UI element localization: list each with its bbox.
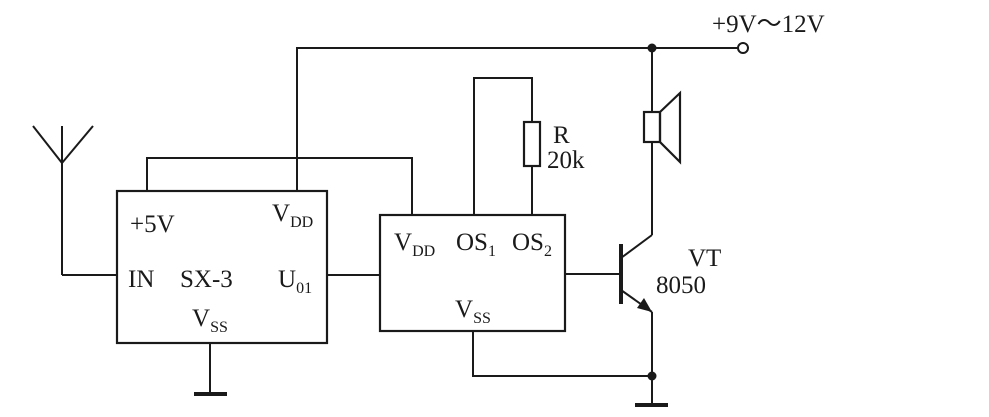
receiver-pin-u01: U01 [278,266,312,297]
npn-transistor-icon [619,234,653,313]
transistor-part: 8050 [656,272,706,299]
receiver-module-box [115,189,329,345]
resistor-icon [522,120,542,168]
ground-junction-dot [647,371,657,381]
ic-pin-vss: VSS [455,296,491,327]
supply-terminal [737,42,749,54]
speaker-icon [642,90,682,165]
antenna-icon [32,125,94,275]
module-5v-to-ic-vdd-wire [146,157,413,215]
os1-wire [473,77,533,215]
supply-rail-wire [296,47,739,191]
resistor-name: R [553,122,570,149]
transistor-name: VT [688,245,721,272]
receiver-pin-vss: VSS [192,305,228,336]
ic-pin-os2: OS2 [512,229,552,260]
receiver-pin-5v: +5V [130,211,175,238]
ic-pin-os1: OS1 [456,229,496,260]
receiver-module-name: SX-3 [180,266,233,293]
receiver-pin-vdd: VDD [272,200,313,231]
resistor-value: 20k [547,147,585,174]
receiver-pin-in: IN [128,266,154,293]
supply-label: +9V～12V [712,11,825,38]
ic-vss-to-ground-wire [472,331,652,377]
ic-pin-vdd: VDD [394,229,435,260]
